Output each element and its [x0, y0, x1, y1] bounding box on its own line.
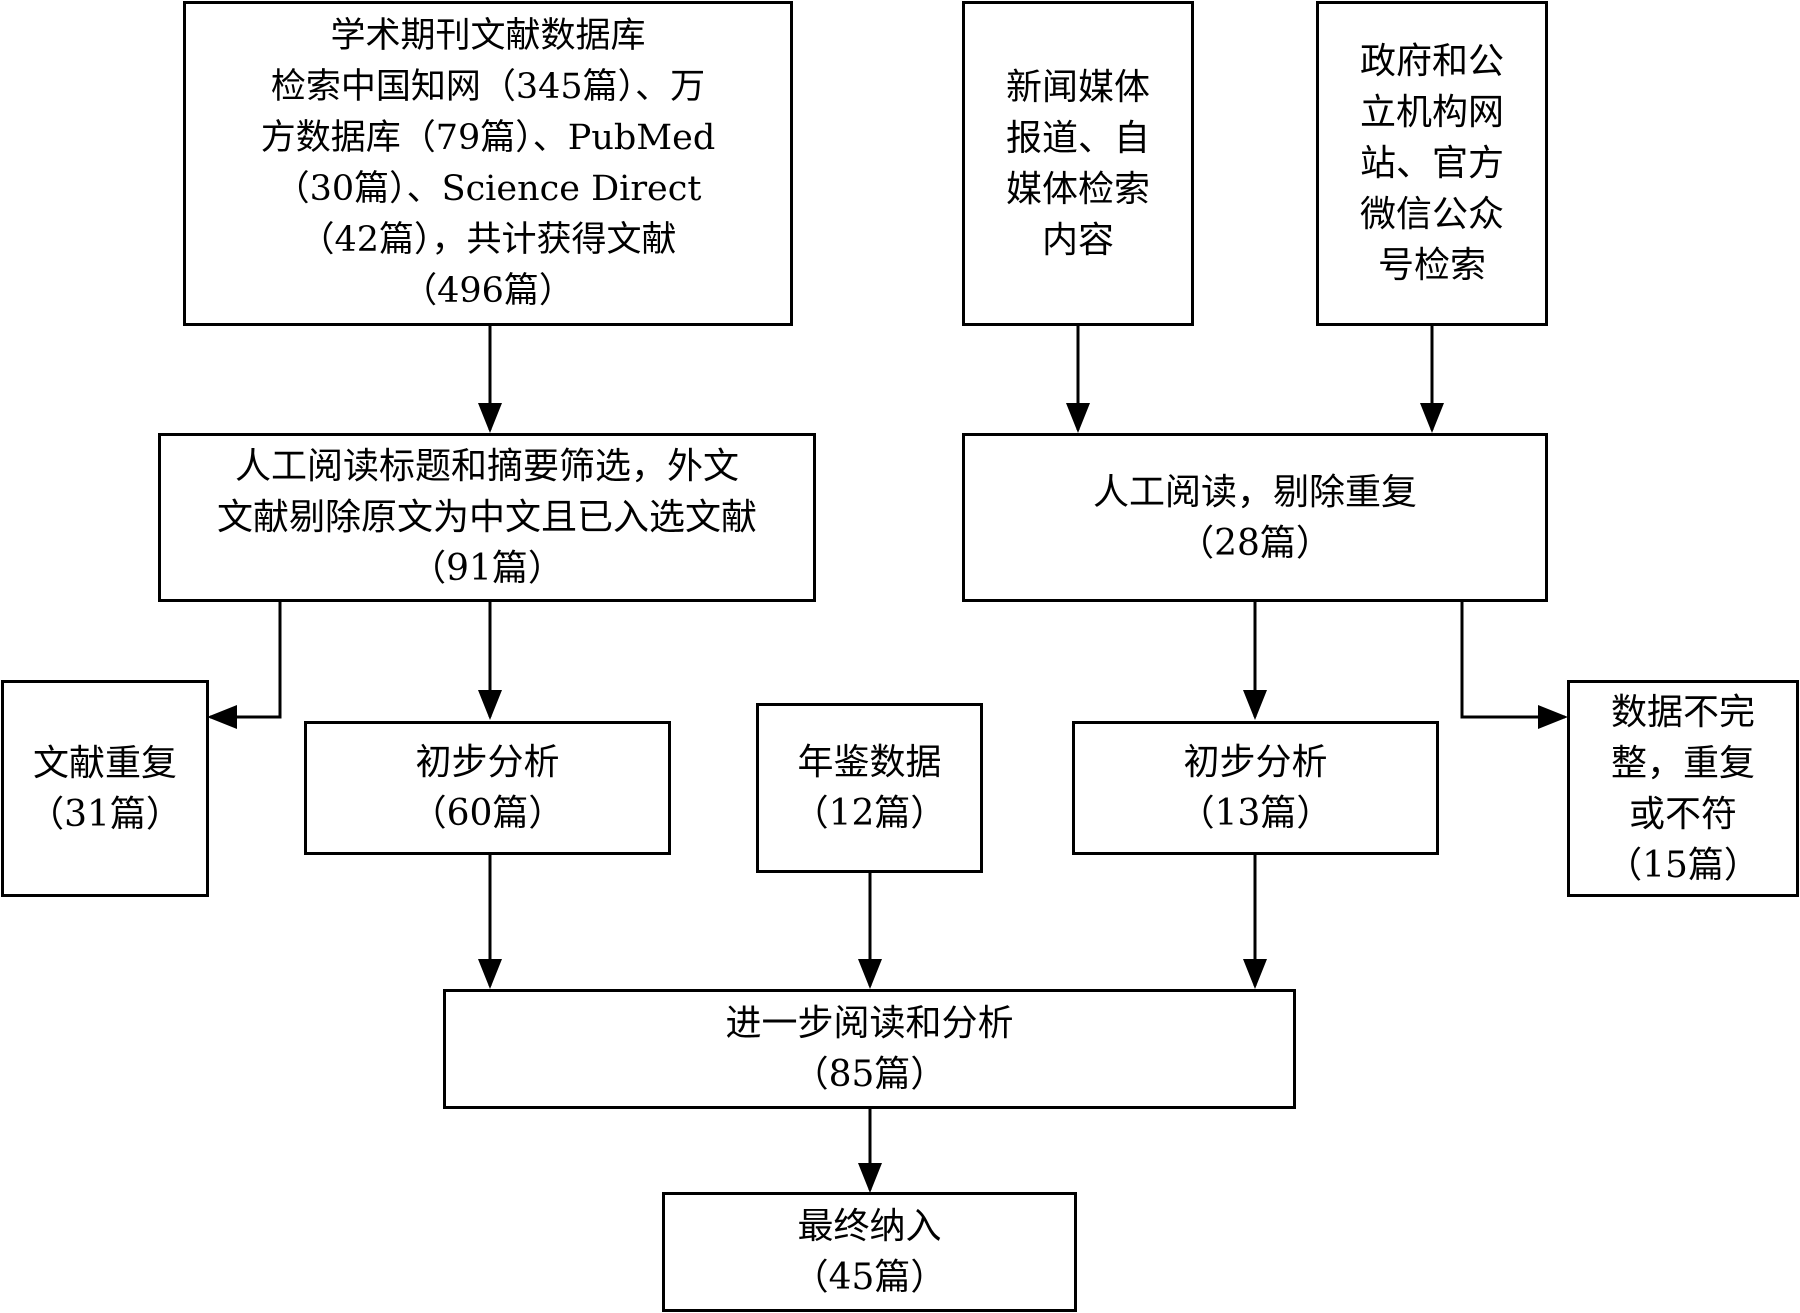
- journal-database-search-box: 学术期刊文献数据库 检索中国知网（345篇）、万 方数据库（79篇）、PubMe…: [183, 1, 793, 326]
- box-text-line: 微信公众: [1359, 194, 1504, 235]
- preliminary-analysis-media-box: 初步分析 （13篇）: [1072, 721, 1439, 855]
- box-text-line: （13篇）: [1178, 793, 1333, 834]
- box-text-line: 最终纳入: [797, 1206, 942, 1247]
- arrow-screen1-to-dup: [207, 602, 282, 729]
- box-text-line: 新闻媒体: [1005, 66, 1150, 108]
- box-text-line: 或不符: [1628, 793, 1737, 835]
- box-text-line: 初步分析: [1183, 742, 1328, 783]
- box-text-line: （30篇）、Science Direct: [274, 168, 702, 209]
- box-text-line: （496篇）: [402, 270, 574, 311]
- preliminary-analysis-literature-box: 初步分析 （60篇）: [304, 721, 671, 855]
- duplicate-literature-excluded-box: 文献重复 （31篇）: [1, 680, 209, 897]
- box-text-line: （85篇）: [792, 1054, 947, 1095]
- arrow-screen2-to-incomplete: [1460, 602, 1568, 729]
- title-abstract-screening-box: 人工阅读标题和摘要筛选，外文 文献剔除原文为中文且已入选文献 （91篇）: [158, 433, 816, 602]
- incomplete-data-excluded-box: 数据不完 整，重复 或不符 （15篇）: [1567, 680, 1799, 897]
- box-text-line: （31篇）: [28, 793, 182, 835]
- box-text-line: （28篇）: [1178, 522, 1332, 564]
- government-website-search-box: 政府和公 立机构网 站、官方 微信公众 号检索: [1316, 1, 1548, 326]
- box-text-line: 人工阅读标题和摘要筛选，外文: [234, 446, 739, 487]
- box-text-line: 报道、自: [1005, 117, 1150, 159]
- box-text-line: 内容: [1041, 219, 1114, 261]
- box-text-line: 站、官方: [1359, 143, 1504, 184]
- further-reading-analysis-box: 进一步阅读和分析 （85篇）: [443, 989, 1296, 1109]
- box-text-line: 方数据库（79篇）、PubMed: [260, 117, 716, 158]
- box-text-line: （42篇），共计获得文献: [299, 219, 677, 260]
- box-text-line: 年鉴数据: [797, 742, 942, 783]
- box-text-line: 媒体检索: [1005, 168, 1150, 210]
- box-text-line: 进一步阅读和分析: [725, 1003, 1014, 1044]
- box-text-line: （60篇）: [410, 793, 565, 834]
- manual-dedup-screening-box: 人工阅读，剔除重复 （28篇）: [962, 433, 1548, 602]
- box-text-line: （45篇）: [792, 1257, 947, 1298]
- box-text-line: 检索中国知网（345篇）、万: [270, 66, 706, 107]
- box-text-line: （15篇）: [1606, 844, 1760, 886]
- box-text-line: 学术期刊文献数据库: [330, 15, 646, 56]
- box-text-line: 文献重复: [32, 742, 177, 784]
- box-text-line: （12篇）: [792, 793, 947, 834]
- box-text-line: 整，重复: [1610, 742, 1755, 784]
- box-text-line: 号检索: [1377, 245, 1486, 286]
- box-text-line: 政府和公: [1359, 41, 1504, 82]
- final-inclusion-box: 最终纳入 （45篇）: [662, 1192, 1077, 1312]
- box-text-line: 数据不完: [1610, 691, 1755, 733]
- box-text-line: 人工阅读，剔除重复: [1092, 471, 1417, 513]
- box-text-line: 立机构网: [1359, 92, 1504, 133]
- box-text-line: 文献剔除原文为中文且已入选文献: [216, 497, 757, 538]
- box-text-line: 初步分析: [415, 742, 560, 783]
- news-media-search-box: 新闻媒体 报道、自 媒体检索 内容: [962, 1, 1194, 326]
- box-text-line: （91篇）: [410, 548, 564, 589]
- yearbook-data-box: 年鉴数据 （12篇）: [756, 703, 983, 873]
